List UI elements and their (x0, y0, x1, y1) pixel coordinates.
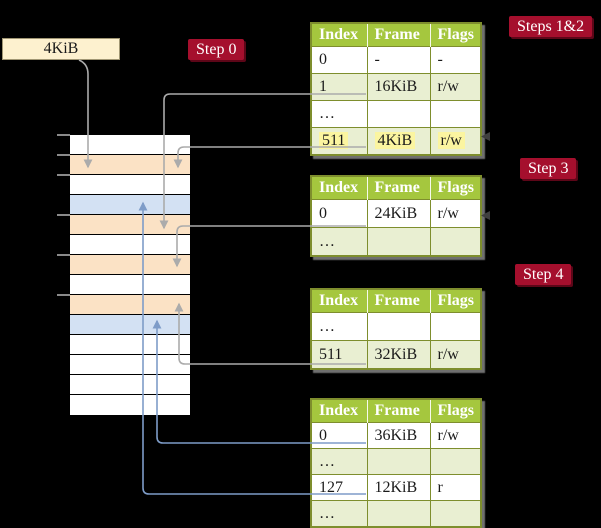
col-header-frame: Frame (367, 176, 431, 200)
frame-size-box: 4KiB (2, 38, 120, 60)
table-header-row: Index Frame Flags (311, 176, 481, 200)
page-table-1: Index Frame Flags 0 - - 1 16KiB r/w … 51… (310, 22, 482, 156)
table-header-row: Index Frame Flags (311, 399, 481, 423)
step-0-badge: Step 0 (188, 39, 245, 60)
physical-memory-column (70, 135, 190, 415)
step-3-badge: Step 3 (520, 158, 577, 179)
memory-row-2 (70, 155, 190, 175)
col-header-frame: Frame (367, 289, 431, 313)
memory-row-13 (70, 375, 190, 395)
page-table-3: Index Frame Flags … 511 32KiB r/w (310, 288, 482, 370)
table-row: 0 36KiB r/w (310, 422, 482, 449)
col-header-index: Index (311, 176, 368, 200)
table-row: … (310, 312, 482, 341)
memory-row-5 (70, 215, 190, 235)
steps-1-2-badge: Steps 1&2 (509, 16, 593, 37)
step-4-badge: Step 4 (515, 264, 572, 285)
table-row: … (310, 500, 482, 528)
highlighted-value: 4KiB (374, 132, 416, 149)
step-pointer-nub (481, 211, 490, 220)
table-row: 1 16KiB r/w (310, 73, 482, 101)
table-row: 127 12KiB r (310, 474, 482, 501)
table-row: 511 32KiB r/w (310, 340, 482, 370)
col-header-flags: Flags (430, 399, 481, 423)
memory-row-1 (70, 135, 190, 155)
address-tick (57, 174, 70, 176)
highlighted-value: r/w (437, 132, 465, 149)
col-header-frame: Frame (367, 399, 431, 423)
memory-row-10 (70, 315, 190, 335)
address-tick (57, 294, 70, 296)
page-table-4: Index Frame Flags 0 36KiB r/w … 127 12Ki… (310, 398, 482, 528)
col-header-flags: Flags (430, 23, 481, 47)
memory-row-4 (70, 195, 190, 215)
table-row: 0 - - (310, 46, 482, 74)
memory-row-12 (70, 355, 190, 375)
address-tick (57, 134, 70, 136)
col-header-frame: Frame (367, 23, 431, 47)
table-header-row: Index Frame Flags (311, 23, 481, 47)
memory-row-11 (70, 335, 190, 355)
frame-size-label: 4KiB (43, 40, 79, 57)
col-header-index: Index (311, 23, 368, 47)
memory-row-7 (70, 255, 190, 275)
memory-row-9 (70, 295, 190, 315)
memory-row-8 (70, 275, 190, 295)
table-row: … (310, 227, 482, 257)
address-tick (57, 254, 70, 256)
table-row: … (310, 100, 482, 128)
table-header-row: Index Frame Flags (311, 289, 481, 313)
address-tick (57, 154, 70, 156)
memory-row-6 (70, 235, 190, 255)
address-tick (57, 214, 70, 216)
step-pointer-nub (481, 132, 490, 141)
highlighted-value: 511 (319, 132, 349, 149)
memory-row-3 (70, 175, 190, 195)
memory-row-14 (70, 395, 190, 415)
table-row-highlighted: 511 4KiB r/w (310, 127, 482, 156)
col-header-index: Index (311, 399, 368, 423)
table-row: … (310, 448, 482, 475)
col-header-flags: Flags (430, 289, 481, 313)
page-table-2: Index Frame Flags 0 24KiB r/w … (310, 175, 482, 257)
col-header-flags: Flags (430, 176, 481, 200)
col-header-index: Index (311, 289, 368, 313)
table-row: 0 24KiB r/w (310, 199, 482, 228)
